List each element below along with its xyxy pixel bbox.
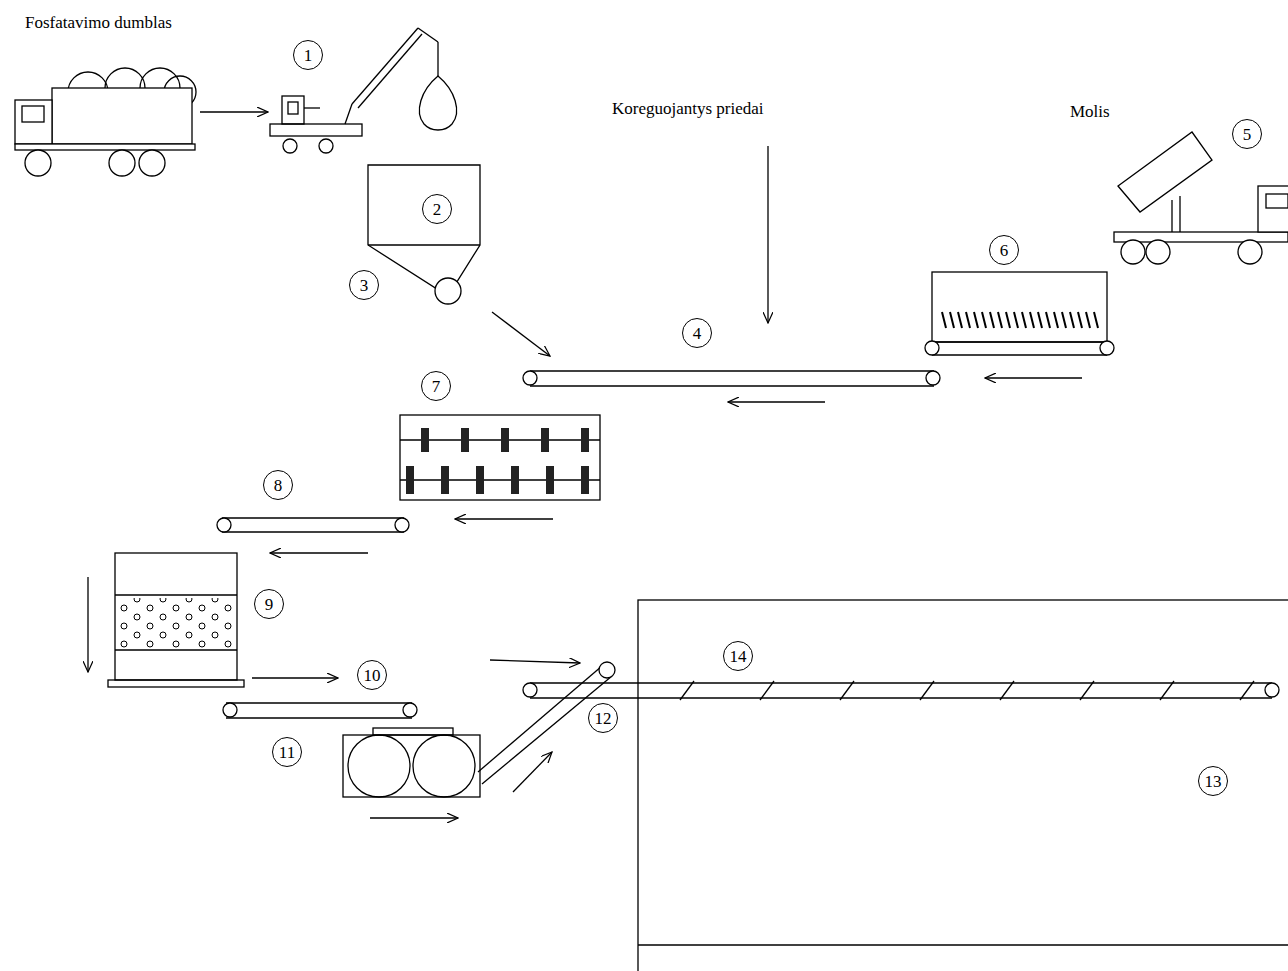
kiln [638, 600, 1288, 971]
material-label: Fosfatavimo dumblas [25, 14, 172, 33]
callout-circle: 1 [293, 40, 323, 70]
hopper-feeder [435, 278, 461, 304]
callout-number: 4 [693, 325, 702, 342]
callout-number: 1 [304, 47, 313, 64]
callout-number: 6 [1000, 242, 1009, 259]
callout-number: 8 [274, 477, 283, 494]
box-feeder [925, 272, 1114, 355]
callout-circle: 4 [682, 318, 712, 348]
callout-number: 13 [1205, 773, 1222, 790]
callout-circle: 11 [272, 737, 302, 767]
flow-arrow [200, 111, 268, 112]
belt-conveyor [223, 703, 417, 718]
dump-truck [1114, 132, 1288, 264]
callout-circle: 3 [349, 270, 379, 300]
callout-number: 10 [364, 667, 381, 684]
flow-arrow [492, 312, 550, 356]
kiln-conveyor [523, 681, 1279, 700]
flow-arrow [728, 401, 825, 402]
belt-conveyor [217, 518, 409, 532]
callout-circle: 14 [723, 641, 753, 671]
flow-arrow [370, 817, 458, 818]
sludge-truck [15, 68, 196, 176]
callout-circle: 10 [357, 660, 387, 690]
belt-conveyor [523, 371, 940, 386]
hopper [368, 165, 480, 296]
callout-circle: 13 [1198, 766, 1228, 796]
flow-arrow [767, 146, 768, 323]
flow-arrow [985, 377, 1082, 378]
flow-arrow [513, 752, 552, 792]
crane [270, 28, 457, 153]
flow-arrow [455, 518, 553, 519]
callout-number: 12 [595, 710, 612, 727]
paddle-mixer [400, 415, 600, 500]
callout-circle: 7 [421, 371, 451, 401]
box-storage [108, 553, 244, 687]
material-label: Molis [1070, 103, 1110, 122]
callout-number: 9 [265, 596, 274, 613]
callout-number: 2 [433, 201, 442, 218]
flow-arrow [490, 660, 580, 663]
callout-number: 3 [360, 277, 369, 294]
callout-number: 7 [432, 378, 441, 395]
callout-number: 14 [730, 648, 747, 665]
callout-circle: 12 [588, 703, 618, 733]
callout-circle: 5 [1232, 119, 1262, 149]
callout-circle: 8 [263, 470, 293, 500]
callout-circle: 2 [422, 194, 452, 224]
callout-circle: 9 [254, 589, 284, 619]
flow-arrow [252, 677, 338, 678]
callout-number: 11 [279, 744, 295, 761]
roller-crusher [343, 728, 480, 797]
flow-arrow [87, 577, 88, 672]
callout-number: 5 [1243, 126, 1252, 143]
flow-arrow [270, 552, 368, 553]
material-label: Koreguojantys priedai [612, 100, 764, 119]
callout-circle: 6 [989, 235, 1019, 265]
